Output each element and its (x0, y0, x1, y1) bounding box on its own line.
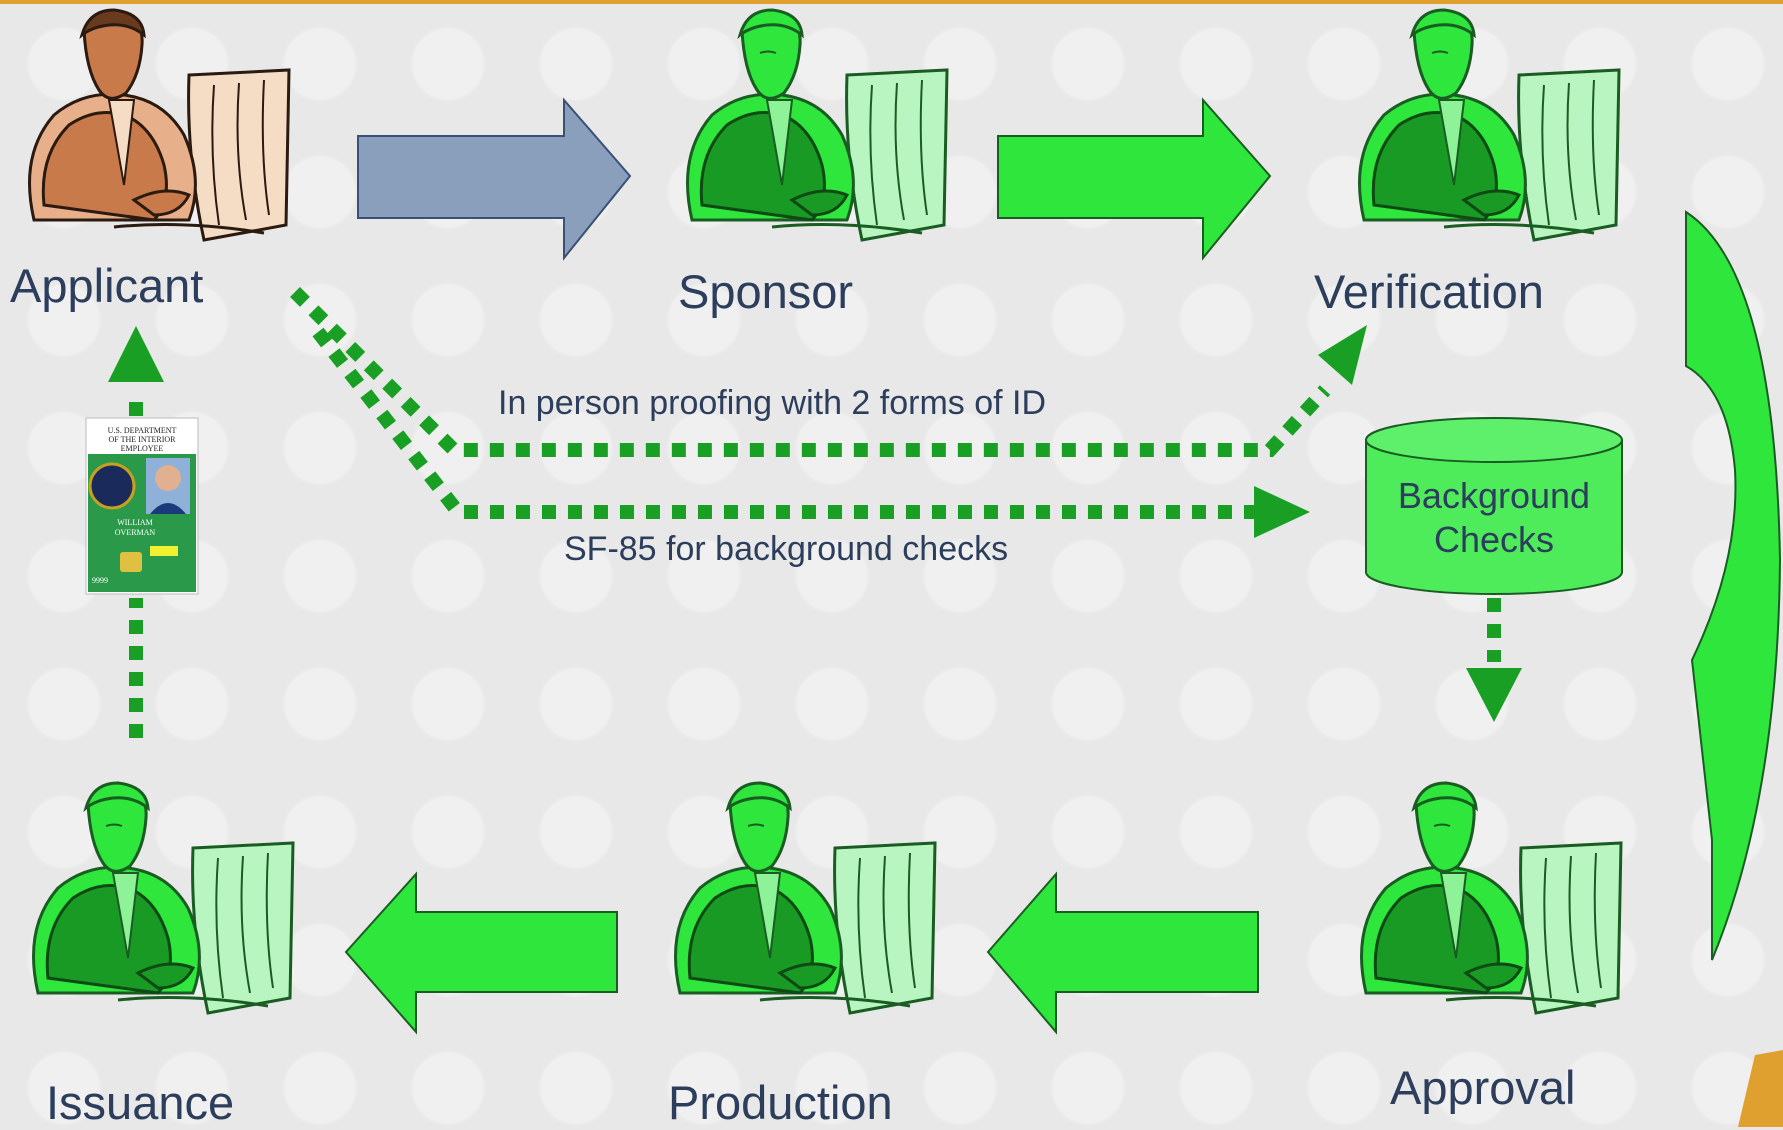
id-badge-name: WILLIAM OVERMAN (90, 518, 180, 538)
top-accent-bar (0, 0, 1783, 4)
sf85-arrowhead-icon (1254, 486, 1310, 538)
applicant-to-sponsor-arrow-icon (357, 97, 632, 261)
proofing-dotted-path (290, 287, 1331, 457)
proofing-arrowhead-icon (1318, 325, 1367, 385)
sf85-flow-label: SF-85 for background checks (564, 530, 1009, 568)
background-checks-database-icon (1365, 417, 1623, 595)
id-badge-header-line3: EMPLOYEE (120, 444, 164, 453)
sf85-dotted-path (312, 327, 1254, 519)
id-badge-icon (85, 417, 199, 595)
id-badge-name-line1: WILLIAM (117, 518, 153, 527)
approval-to-production-arrow-icon (986, 871, 1259, 1035)
verification-to-approval-curved-arrow-icon (1685, 210, 1782, 961)
approval-label: Approval (1390, 1061, 1576, 1114)
issuance-to-applicant-arrowhead-icon (108, 326, 164, 382)
production-person-icon (674, 781, 937, 1015)
checks-to-approval-arrowhead-icon (1466, 668, 1522, 722)
id-badge-number: 9999 (92, 576, 108, 585)
sponsor-label: Sponsor (678, 265, 854, 318)
applicant-label: Applicant (10, 259, 204, 312)
sponsor-to-verification-arrow-icon (997, 97, 1272, 261)
verification-label: Verification (1314, 265, 1544, 318)
production-to-issuance-arrow-icon (344, 871, 618, 1035)
approval-person-icon (1360, 781, 1623, 1015)
applicant-person-icon (28, 8, 291, 242)
issuance-label: Issuance (46, 1076, 235, 1129)
background-checks-label: Background Checks (1374, 474, 1614, 562)
background-checks-line2: Checks (1433, 519, 1555, 560)
proofing-flow-label: In person proofing with 2 forms of ID (498, 384, 1047, 422)
id-badge-header-line1: U.S. DEPARTMENT (107, 426, 177, 435)
background-checks-line1: Background (1397, 475, 1591, 516)
id-badge-header-line2: OF THE INTERIOR (108, 435, 176, 444)
sponsor-person-icon (686, 8, 949, 242)
corner-accent-shape (1738, 1050, 1783, 1127)
verification-person-icon (1358, 8, 1621, 242)
id-badge-name-line2: OVERMAN (114, 528, 156, 537)
issuance-person-icon (32, 781, 295, 1015)
production-label: Production (668, 1076, 893, 1129)
id-badge-header: U.S. DEPARTMENT OF THE INTERIOR EMPLOYEE (86, 426, 198, 453)
